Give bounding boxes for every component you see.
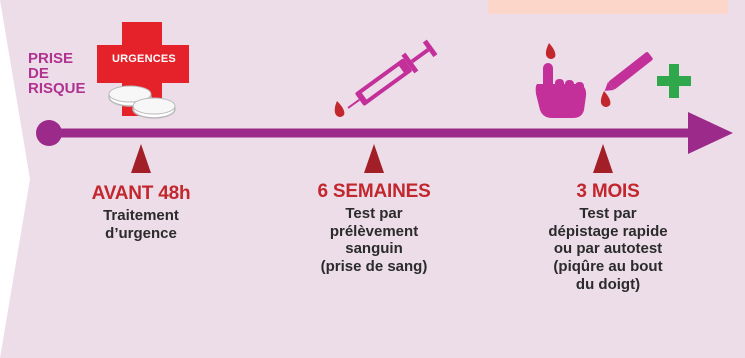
start-dot — [36, 120, 62, 146]
green-cross-icon — [657, 64, 691, 98]
blood-drop-icon — [334, 101, 345, 117]
pills-icon — [108, 85, 176, 119]
syringe-icon — [347, 39, 438, 109]
marker-6-semaines — [364, 144, 384, 173]
marker-48h — [131, 144, 151, 173]
blood-drop-top-icon — [545, 43, 556, 59]
milestone-1-text: Traitement d’urgence — [103, 207, 179, 242]
milestone-2-heading: 6 SEMAINES — [317, 181, 431, 202]
milestone-1-heading: AVANT 48h — [91, 183, 191, 204]
marker-3-mois — [593, 144, 613, 173]
hand-icon — [535, 63, 587, 118]
start-label: PRISE DE RISQUE — [28, 50, 86, 97]
timeline-arrow-head — [688, 112, 733, 154]
milestone-3-text: Test par dépistage rapide ou par autotes… — [548, 205, 668, 293]
lancet-icon — [604, 52, 653, 91]
milestone-2-text: Test par prélèvement sanguin (prise de s… — [320, 205, 428, 276]
top-accent-bar — [488, 0, 728, 14]
blood-drop-small-icon — [600, 91, 611, 107]
urgences-badge-text: URGENCES — [112, 53, 176, 65]
milestone-3-heading: 3 MOIS — [576, 181, 640, 202]
